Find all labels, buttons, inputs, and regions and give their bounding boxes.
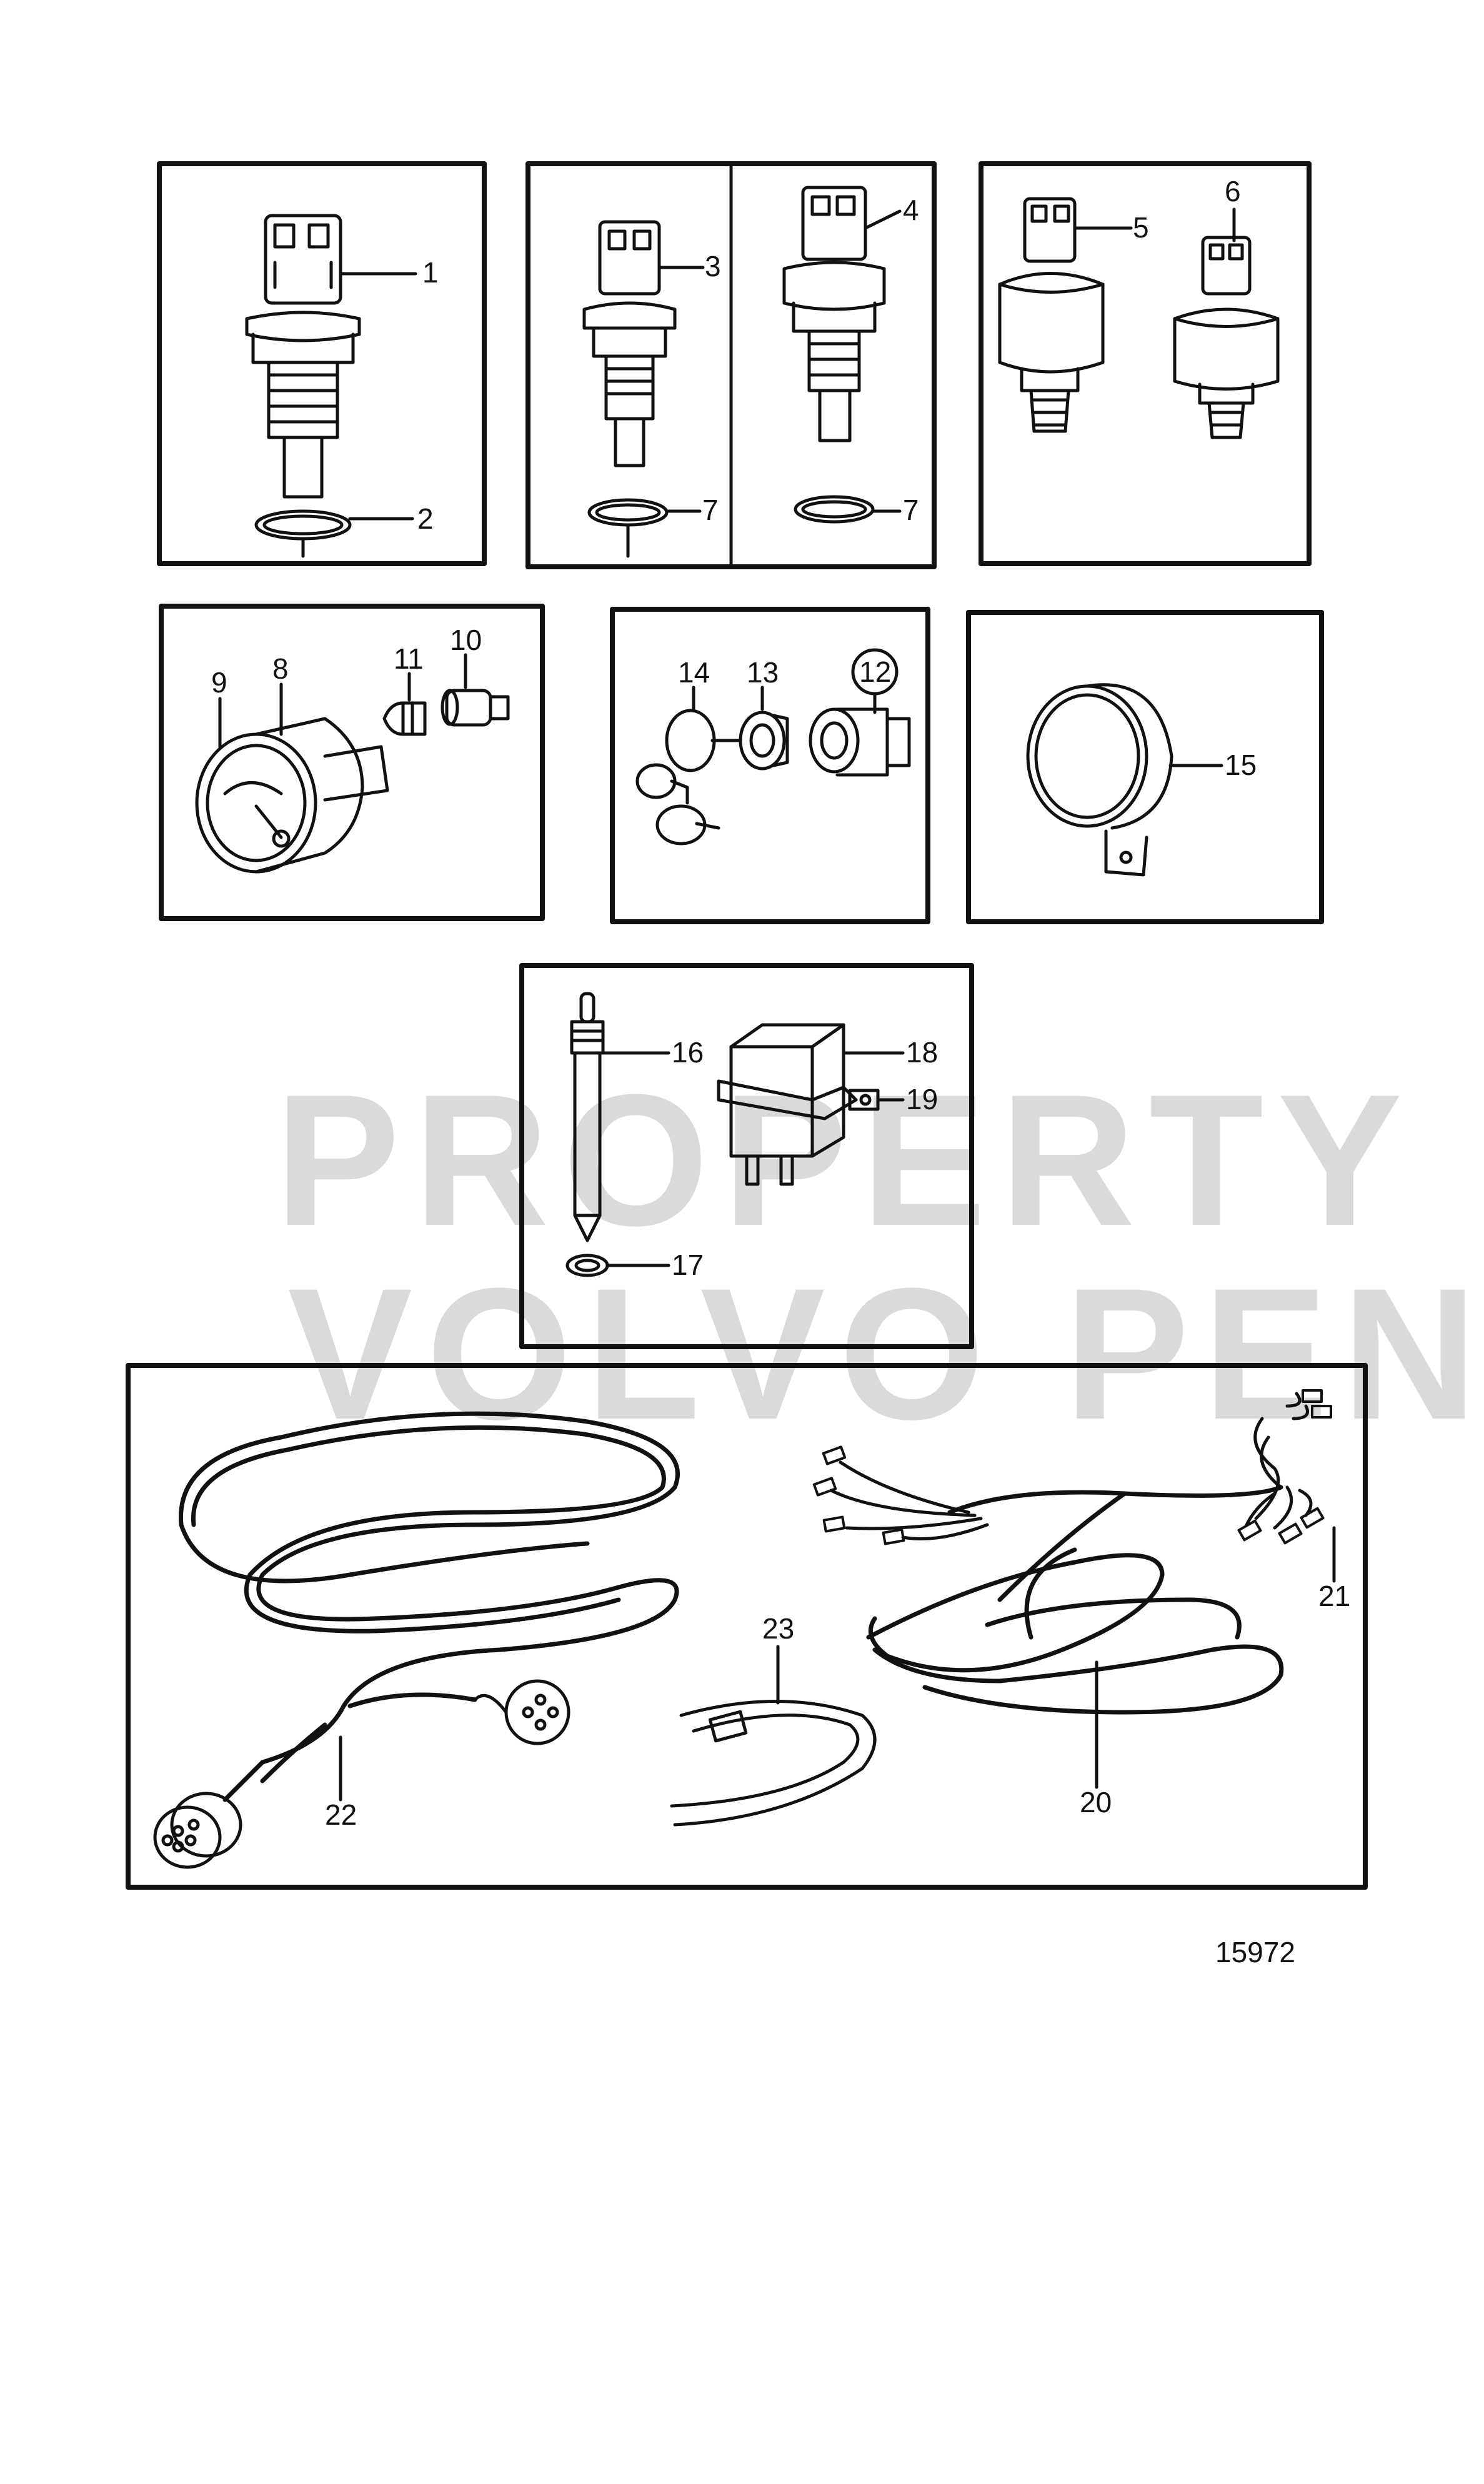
bulb-socket-10[interactable] [441, 689, 510, 727]
label-14: 14 [678, 656, 710, 689]
cable-terminals-21 [812, 1389, 1332, 1545]
box-cable-harness [126, 1363, 1368, 1890]
label-18: 18 [906, 1036, 938, 1069]
box-ignition-switch [610, 607, 930, 924]
cable-harness-22[interactable] [178, 1411, 680, 1802]
label-5: 5 [1133, 211, 1149, 244]
label-9: 9 [211, 666, 227, 699]
connector-22b[interactable] [473, 1679, 570, 1745]
ignition-switch-12[interactable] [809, 707, 911, 777]
sensor-4[interactable] [782, 186, 886, 442]
figure-number: 15972 [1215, 1936, 1295, 1968]
gauge-8[interactable] [195, 717, 389, 874]
label-1: 1 [422, 256, 439, 289]
watermark-line-2: VOLVO PENTA [287, 1249, 1484, 1459]
pressure-sensor-6[interactable] [1173, 236, 1280, 439]
watermark-line-1: PROPERTY OF [275, 1055, 1484, 1265]
box-relay [519, 963, 974, 1349]
label-16: 16 [672, 1036, 704, 1069]
label-4: 4 [903, 194, 919, 226]
cable-harness-21[interactable] [829, 1392, 1313, 1540]
label-17: 17 [672, 1249, 704, 1281]
label-22: 22 [325, 1798, 357, 1831]
label-20: 20 [1080, 1786, 1112, 1818]
label-7a: 7 [702, 494, 719, 526]
temperature-sensor-1[interactable] [245, 214, 361, 499]
cable-tie-23[interactable] [670, 1700, 877, 1827]
label-8: 8 [272, 652, 289, 685]
sensor-3[interactable] [582, 220, 677, 467]
key-14[interactable] [635, 709, 742, 845]
callout-labels: 1 2 3 4 5 6 7 7 8 9 10 11 12 13 14 15 16… [211, 175, 1350, 1968]
label-7b: 7 [903, 494, 919, 526]
label-21: 21 [1318, 1580, 1350, 1612]
label-10: 10 [450, 624, 482, 656]
label-23: 23 [762, 1612, 794, 1645]
bulb-11[interactable] [382, 701, 427, 736]
nut-13[interactable] [739, 711, 789, 771]
connector-22a[interactable] [153, 1792, 242, 1869]
label-3: 3 [705, 250, 721, 282]
glow-plug-16[interactable] [570, 992, 605, 1242]
watermark: PROPERTY OF VOLVO PENTA [275, 1055, 1484, 1459]
box-horn [966, 610, 1324, 924]
label-13: 13 [747, 656, 779, 689]
label-6: 6 [1225, 175, 1241, 207]
o-ring-2[interactable] [254, 509, 352, 558]
horn-15[interactable] [1026, 683, 1173, 877]
label-11: 11 [394, 642, 424, 675]
box-pressure-sensors [979, 161, 1312, 566]
pressure-sensor-5[interactable] [998, 197, 1105, 433]
box-gauge [159, 604, 545, 921]
sealing-ring-7b[interactable] [794, 495, 875, 524]
label-19: 19 [906, 1083, 938, 1115]
label-15: 15 [1225, 749, 1257, 781]
box-temperature-sensor [157, 161, 487, 566]
label-12: 12 [859, 656, 891, 688]
cable-harness-20[interactable] [866, 1485, 1284, 1715]
label-2: 2 [417, 502, 434, 535]
sealing-ring-7a[interactable] [587, 498, 669, 558]
